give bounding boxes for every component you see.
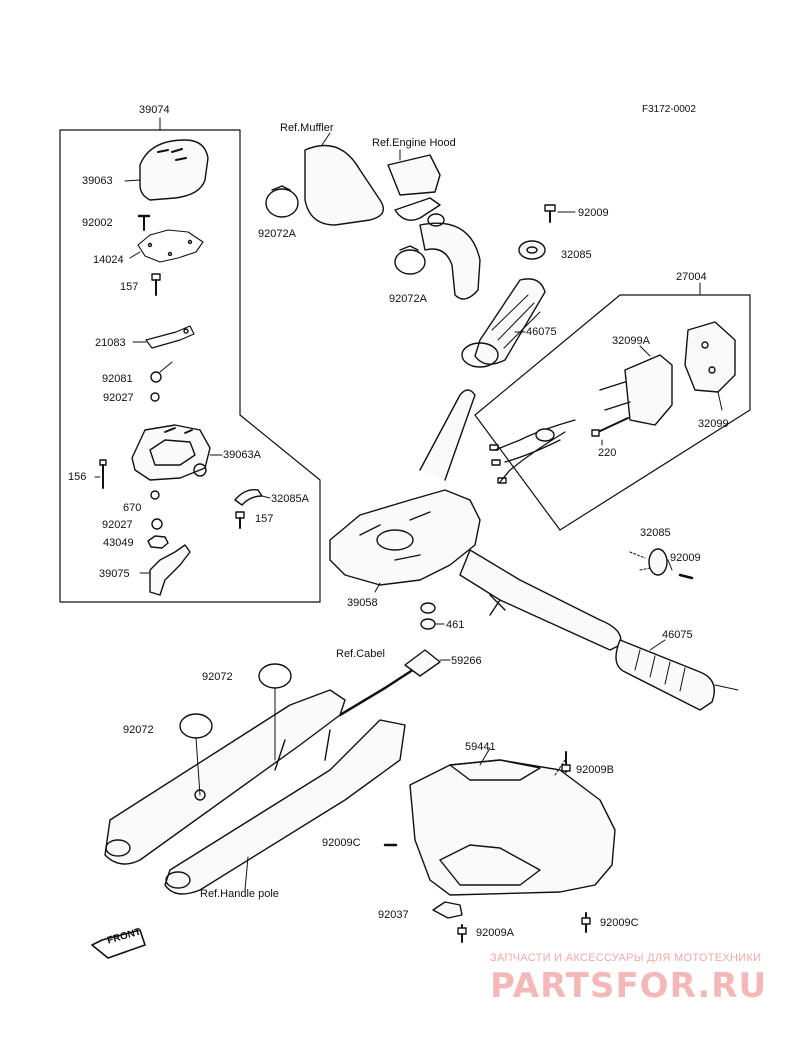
handlebar-39058 — [329, 389, 622, 651]
label-32099: 32099 — [698, 418, 729, 430]
label-59266: 59266 — [451, 655, 482, 667]
label-32099A: 32099A — [612, 335, 650, 347]
label-32085-a: 32085 — [561, 249, 592, 261]
collar-461 — [420, 602, 445, 630]
label-92027-a: 92027 — [103, 392, 134, 404]
label-59441: 59441 — [465, 741, 496, 753]
grip-46075-b — [615, 639, 739, 711]
intake-elbow — [419, 213, 481, 300]
watermark-logo: PARTSFOR.RU — [490, 966, 768, 1006]
label-92009C-b: 92009C — [600, 917, 639, 929]
screw-92009-a — [544, 204, 576, 223]
label-ref-handle-pole: Ref.Handle pole — [200, 888, 279, 900]
label-ref-cabel: Ref.Cabel — [336, 648, 385, 660]
screw-92009C-b — [581, 912, 591, 933]
screw-92009-b — [667, 559, 694, 580]
label-39063: 39063 — [82, 175, 113, 187]
label-670: 670 — [123, 502, 142, 514]
cover-59441 — [409, 747, 616, 896]
label-92009-b: 92009 — [670, 552, 701, 564]
clamp-92072A-a — [265, 185, 299, 218]
label-32085-b: 32085 — [640, 527, 671, 539]
bracket-92037 — [432, 901, 463, 919]
clamp-92072A-b — [394, 245, 426, 275]
front-arrow — [91, 929, 146, 959]
label-92072A-a: 92072A — [258, 228, 296, 240]
label-39075: 39075 — [99, 568, 130, 580]
nut-43049 — [147, 535, 169, 549]
watermark-tagline: ЗАПЧАСТИ И АКСЕССУАРЫ ДЛЯ МОТОТЕХНИКИ — [490, 952, 762, 964]
label-39058: 39058 — [347, 597, 378, 609]
label-92027-b: 92027 — [102, 519, 133, 531]
screw-92009A — [457, 924, 467, 943]
label-92072-a: 92072 — [202, 671, 233, 683]
label-46075-a: 46075 — [526, 326, 557, 338]
washer-32085-a — [518, 240, 546, 260]
label-ref-engine-hood: Ref.Engine Hood — [372, 137, 456, 149]
label-156: 156 — [68, 471, 87, 483]
lever-39075 — [139, 544, 191, 596]
label-92037: 92037 — [378, 909, 409, 921]
label-21083: 21083 — [95, 337, 126, 349]
label-14024: 14024 — [93, 254, 124, 266]
label-92009B: 92009B — [576, 764, 614, 776]
group-bracket-39074 — [59, 117, 321, 603]
washer-32085-b — [629, 548, 668, 576]
label-92072A-b: 92072A — [389, 293, 427, 305]
handle-pole — [104, 689, 406, 895]
label-92009-a: 92009 — [578, 207, 609, 219]
label-39074: 39074 — [139, 104, 170, 116]
label-157-b: 157 — [255, 513, 274, 525]
throttle-housing-32099A — [599, 345, 673, 426]
clamp-92072-a — [258, 663, 292, 761]
clamp-32085A — [234, 489, 271, 506]
switch-wires — [489, 419, 576, 484]
label-39063A: 39063A — [223, 449, 261, 461]
label-92009C-a: 92009C — [322, 837, 361, 849]
spring-92081 — [150, 361, 173, 383]
label-92002: 92002 — [82, 217, 113, 229]
label-27004: 27004 — [676, 271, 707, 283]
label-43049: 43049 — [103, 537, 134, 549]
switch-housing-39063A — [131, 424, 223, 481]
label-92072-b: 92072 — [123, 724, 154, 736]
switch-cover-39063 — [124, 139, 209, 201]
label-220: 220 — [598, 447, 617, 459]
oring-670 — [150, 490, 160, 500]
engine-hood-bracket — [387, 149, 441, 221]
screw-157-b — [235, 511, 245, 529]
doc-code: F3172-0002 — [642, 104, 696, 115]
label-ref-muffler: Ref.Muffler — [280, 122, 334, 134]
label-461: 461 — [446, 619, 465, 631]
grip-46075-a — [461, 278, 546, 368]
muffler-pipe — [304, 132, 384, 226]
label-46075-b: 46075 — [662, 629, 693, 641]
throttle-lever-32099 — [684, 321, 736, 411]
washer-92027-a — [150, 392, 160, 402]
bolt-220 — [591, 417, 629, 446]
label-92081: 92081 — [102, 373, 133, 385]
screw-157-a — [151, 273, 161, 296]
screw-92002 — [137, 214, 151, 231]
label-32085A: 32085A — [271, 493, 309, 505]
label-92009A: 92009A — [476, 927, 514, 939]
screw-156 — [94, 459, 107, 489]
washer-92027-b — [151, 518, 163, 530]
label-157-a: 157 — [120, 281, 139, 293]
cable-59266 — [338, 649, 451, 717]
group-bracket-27004 — [474, 282, 751, 531]
gasket-14024 — [129, 229, 204, 263]
plate-21083 — [132, 325, 195, 349]
clamp-92072-b — [179, 713, 213, 801]
screw-92009B — [561, 751, 571, 773]
